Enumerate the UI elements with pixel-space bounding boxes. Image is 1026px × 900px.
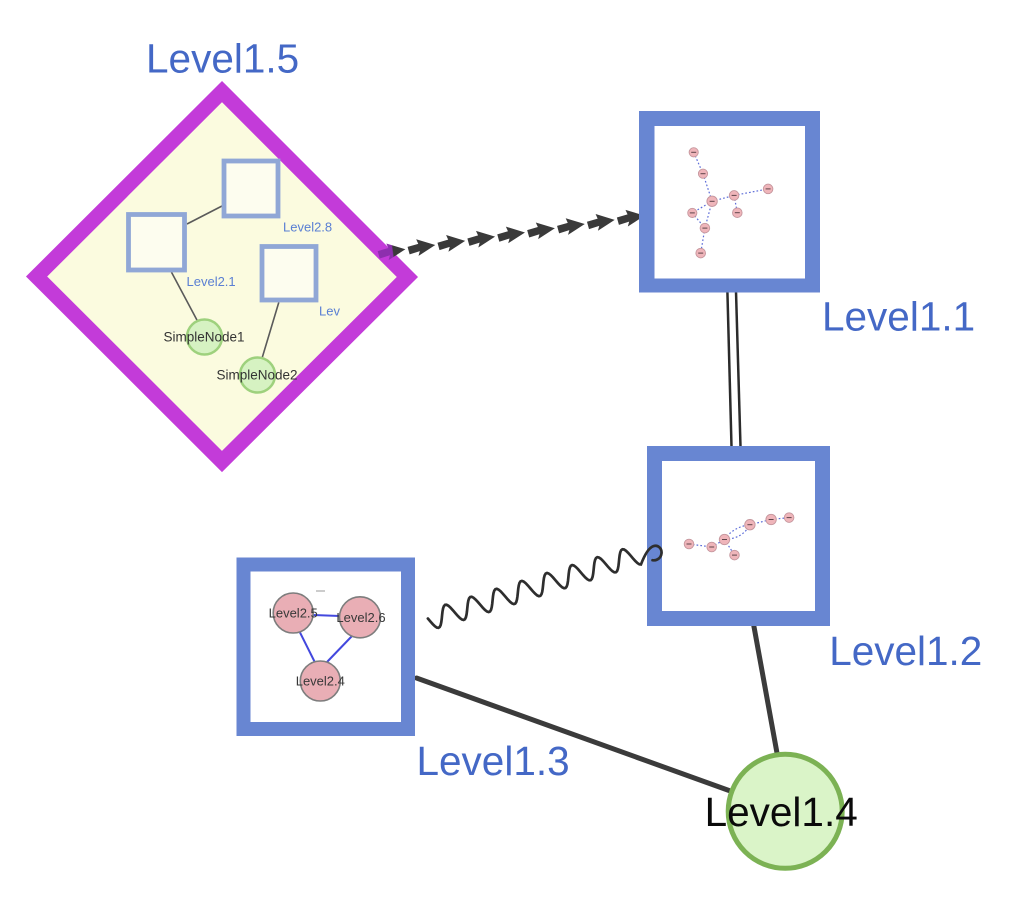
svg-text:Level2.6: Level2.6: [336, 610, 385, 625]
svg-text:Lev: Lev: [319, 304, 340, 319]
svg-text:Level1.3: Level1.3: [417, 738, 570, 784]
svg-text:Level2.8: Level2.8: [283, 220, 332, 235]
svg-text:Level1.2: Level1.2: [829, 628, 982, 674]
svg-text:SimpleNode1: SimpleNode1: [163, 330, 244, 345]
svg-text:Level2.1: Level2.1: [187, 274, 236, 289]
svg-text:Level1.5: Level1.5: [146, 36, 299, 82]
svg-text:SimpleNode2: SimpleNode2: [216, 368, 297, 383]
svg-text:Level1.1: Level1.1: [822, 293, 975, 339]
svg-text:Level1.4: Level1.4: [705, 789, 858, 835]
svg-text:Level2.5: Level2.5: [269, 606, 318, 621]
svg-text:Level2.4: Level2.4: [296, 674, 345, 689]
